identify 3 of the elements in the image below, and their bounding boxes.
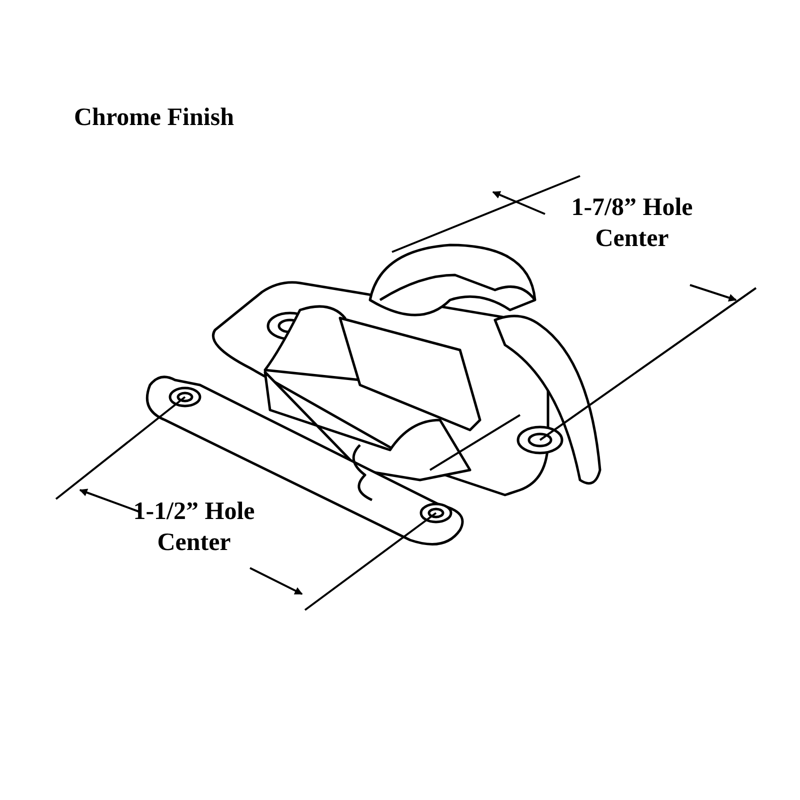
dimension-label: 1-7/8” Hole Center [570, 193, 694, 254]
finish-note: Chrome Finish [74, 103, 235, 133]
dimension-label: 1-1/2” Hole Center [132, 497, 256, 558]
